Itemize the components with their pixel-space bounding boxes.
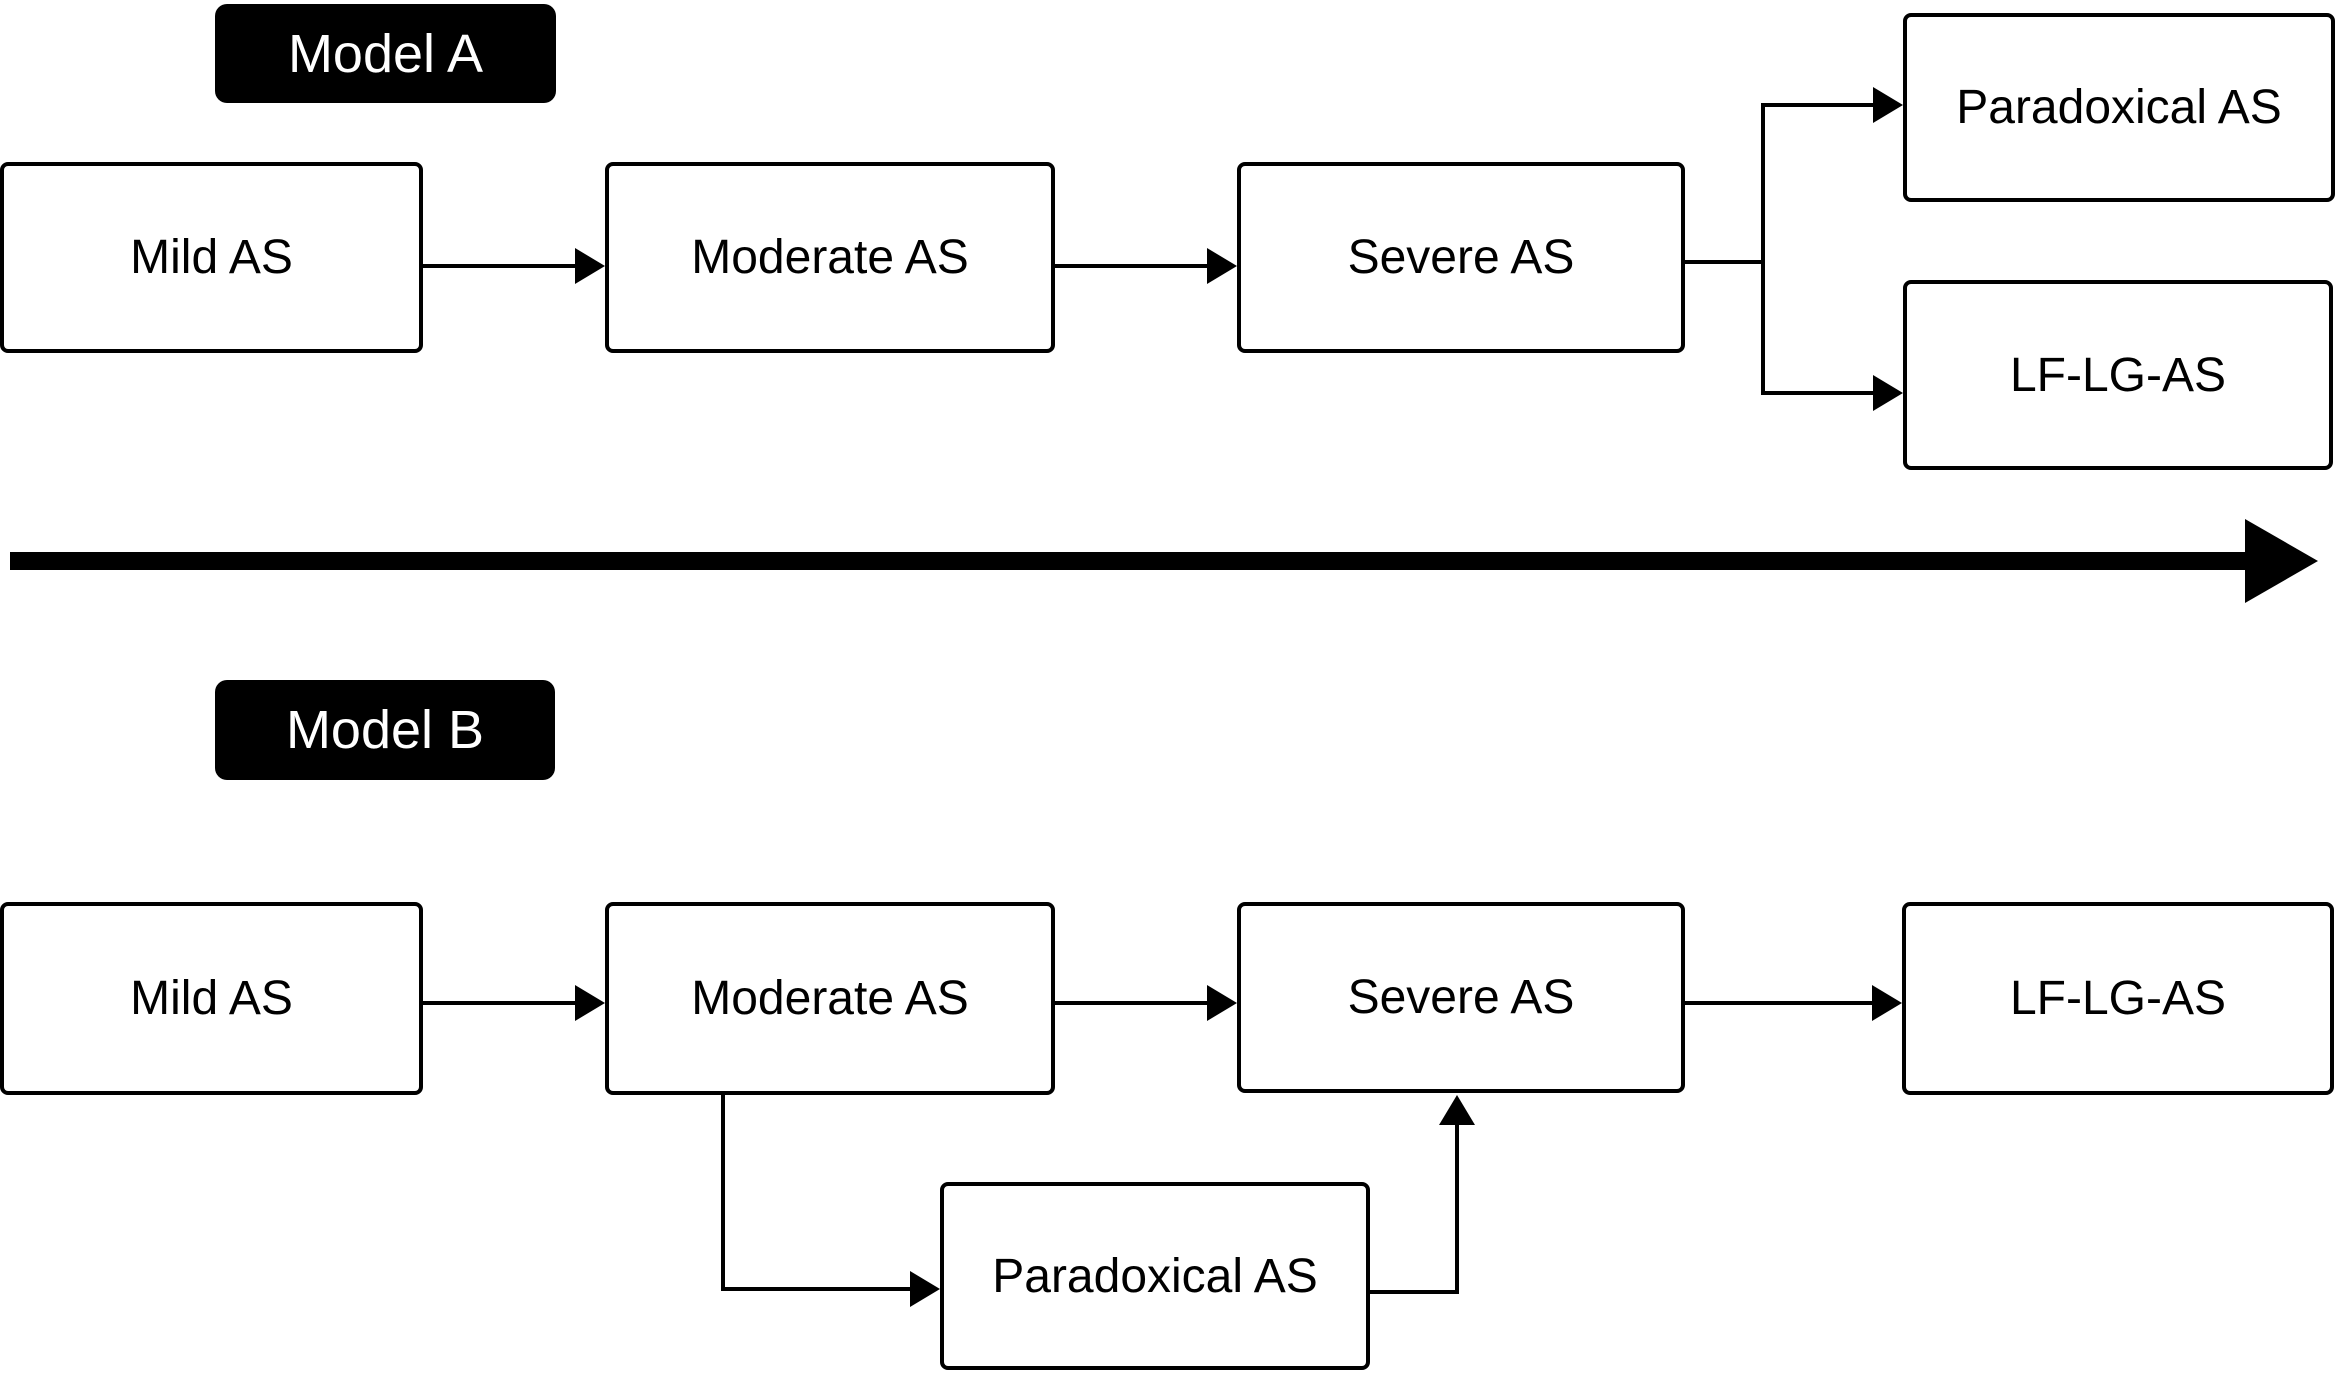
- arrow-a-branch-to-paradoxical-head-icon: [1873, 87, 1903, 123]
- node-moderate-as-model-b: Moderate AS: [605, 902, 1055, 1095]
- arrow-a-branch-to-lf-lg-line: [1763, 391, 1875, 395]
- arrow-a-moderate-to-severe-head-icon: [1207, 248, 1237, 284]
- arrow-a-mild-to-moderate-head-icon: [575, 248, 605, 284]
- timeline-arrow-head-icon: [2245, 519, 2318, 603]
- timeline-arrow-shaft: [10, 552, 2247, 570]
- arrow-a-branch-to-lf-lg-head-icon: [1873, 375, 1903, 411]
- model-b-title: Model B: [215, 680, 555, 780]
- arrow-a-branch-to-paradoxical-line: [1763, 103, 1875, 107]
- branch-b-moderate-down-line: [721, 1095, 725, 1291]
- arrow-b-paradoxical-to-severe-head-icon: [1439, 1095, 1475, 1125]
- arrow-b-moderate-to-paradoxical-line: [721, 1287, 912, 1291]
- arrow-b-mild-to-moderate-line: [423, 1001, 577, 1005]
- arrow-b-moderate-to-paradoxical-head-icon: [910, 1271, 940, 1307]
- node-mild-as-model-a: Mild AS: [0, 162, 423, 353]
- node-severe-as-model-a: Severe AS: [1237, 162, 1685, 353]
- branch-a-vertical-line: [1761, 103, 1765, 395]
- node-mild-as-model-b: Mild AS: [0, 902, 423, 1095]
- arrow-b-severe-to-lf-lg-line: [1685, 1001, 1874, 1005]
- arrow-a-mild-to-moderate-line: [423, 264, 577, 268]
- arrow-b-moderate-to-severe-head-icon: [1207, 985, 1237, 1021]
- branch-b-paradoxical-right-line: [1370, 1290, 1459, 1294]
- branch-b-paradoxical-up-line: [1455, 1125, 1459, 1294]
- node-paradoxical-as-model-a: Paradoxical AS: [1903, 13, 2335, 202]
- branch-a-severe-stub-line: [1685, 260, 1765, 264]
- arrow-b-moderate-to-severe-line: [1055, 1001, 1209, 1005]
- node-severe-as-model-b: Severe AS: [1237, 902, 1685, 1093]
- node-paradoxical-as-model-b: Paradoxical AS: [940, 1182, 1370, 1370]
- node-lf-lg-as-model-a: LF-LG-AS: [1903, 280, 2333, 470]
- arrow-b-mild-to-moderate-head-icon: [575, 985, 605, 1021]
- arrow-a-moderate-to-severe-line: [1055, 264, 1209, 268]
- model-a-title: Model A: [215, 4, 556, 103]
- arrow-b-severe-to-lf-lg-head-icon: [1872, 985, 1902, 1021]
- node-moderate-as-model-a: Moderate AS: [605, 162, 1055, 353]
- node-lf-lg-as-model-b: LF-LG-AS: [1902, 902, 2334, 1095]
